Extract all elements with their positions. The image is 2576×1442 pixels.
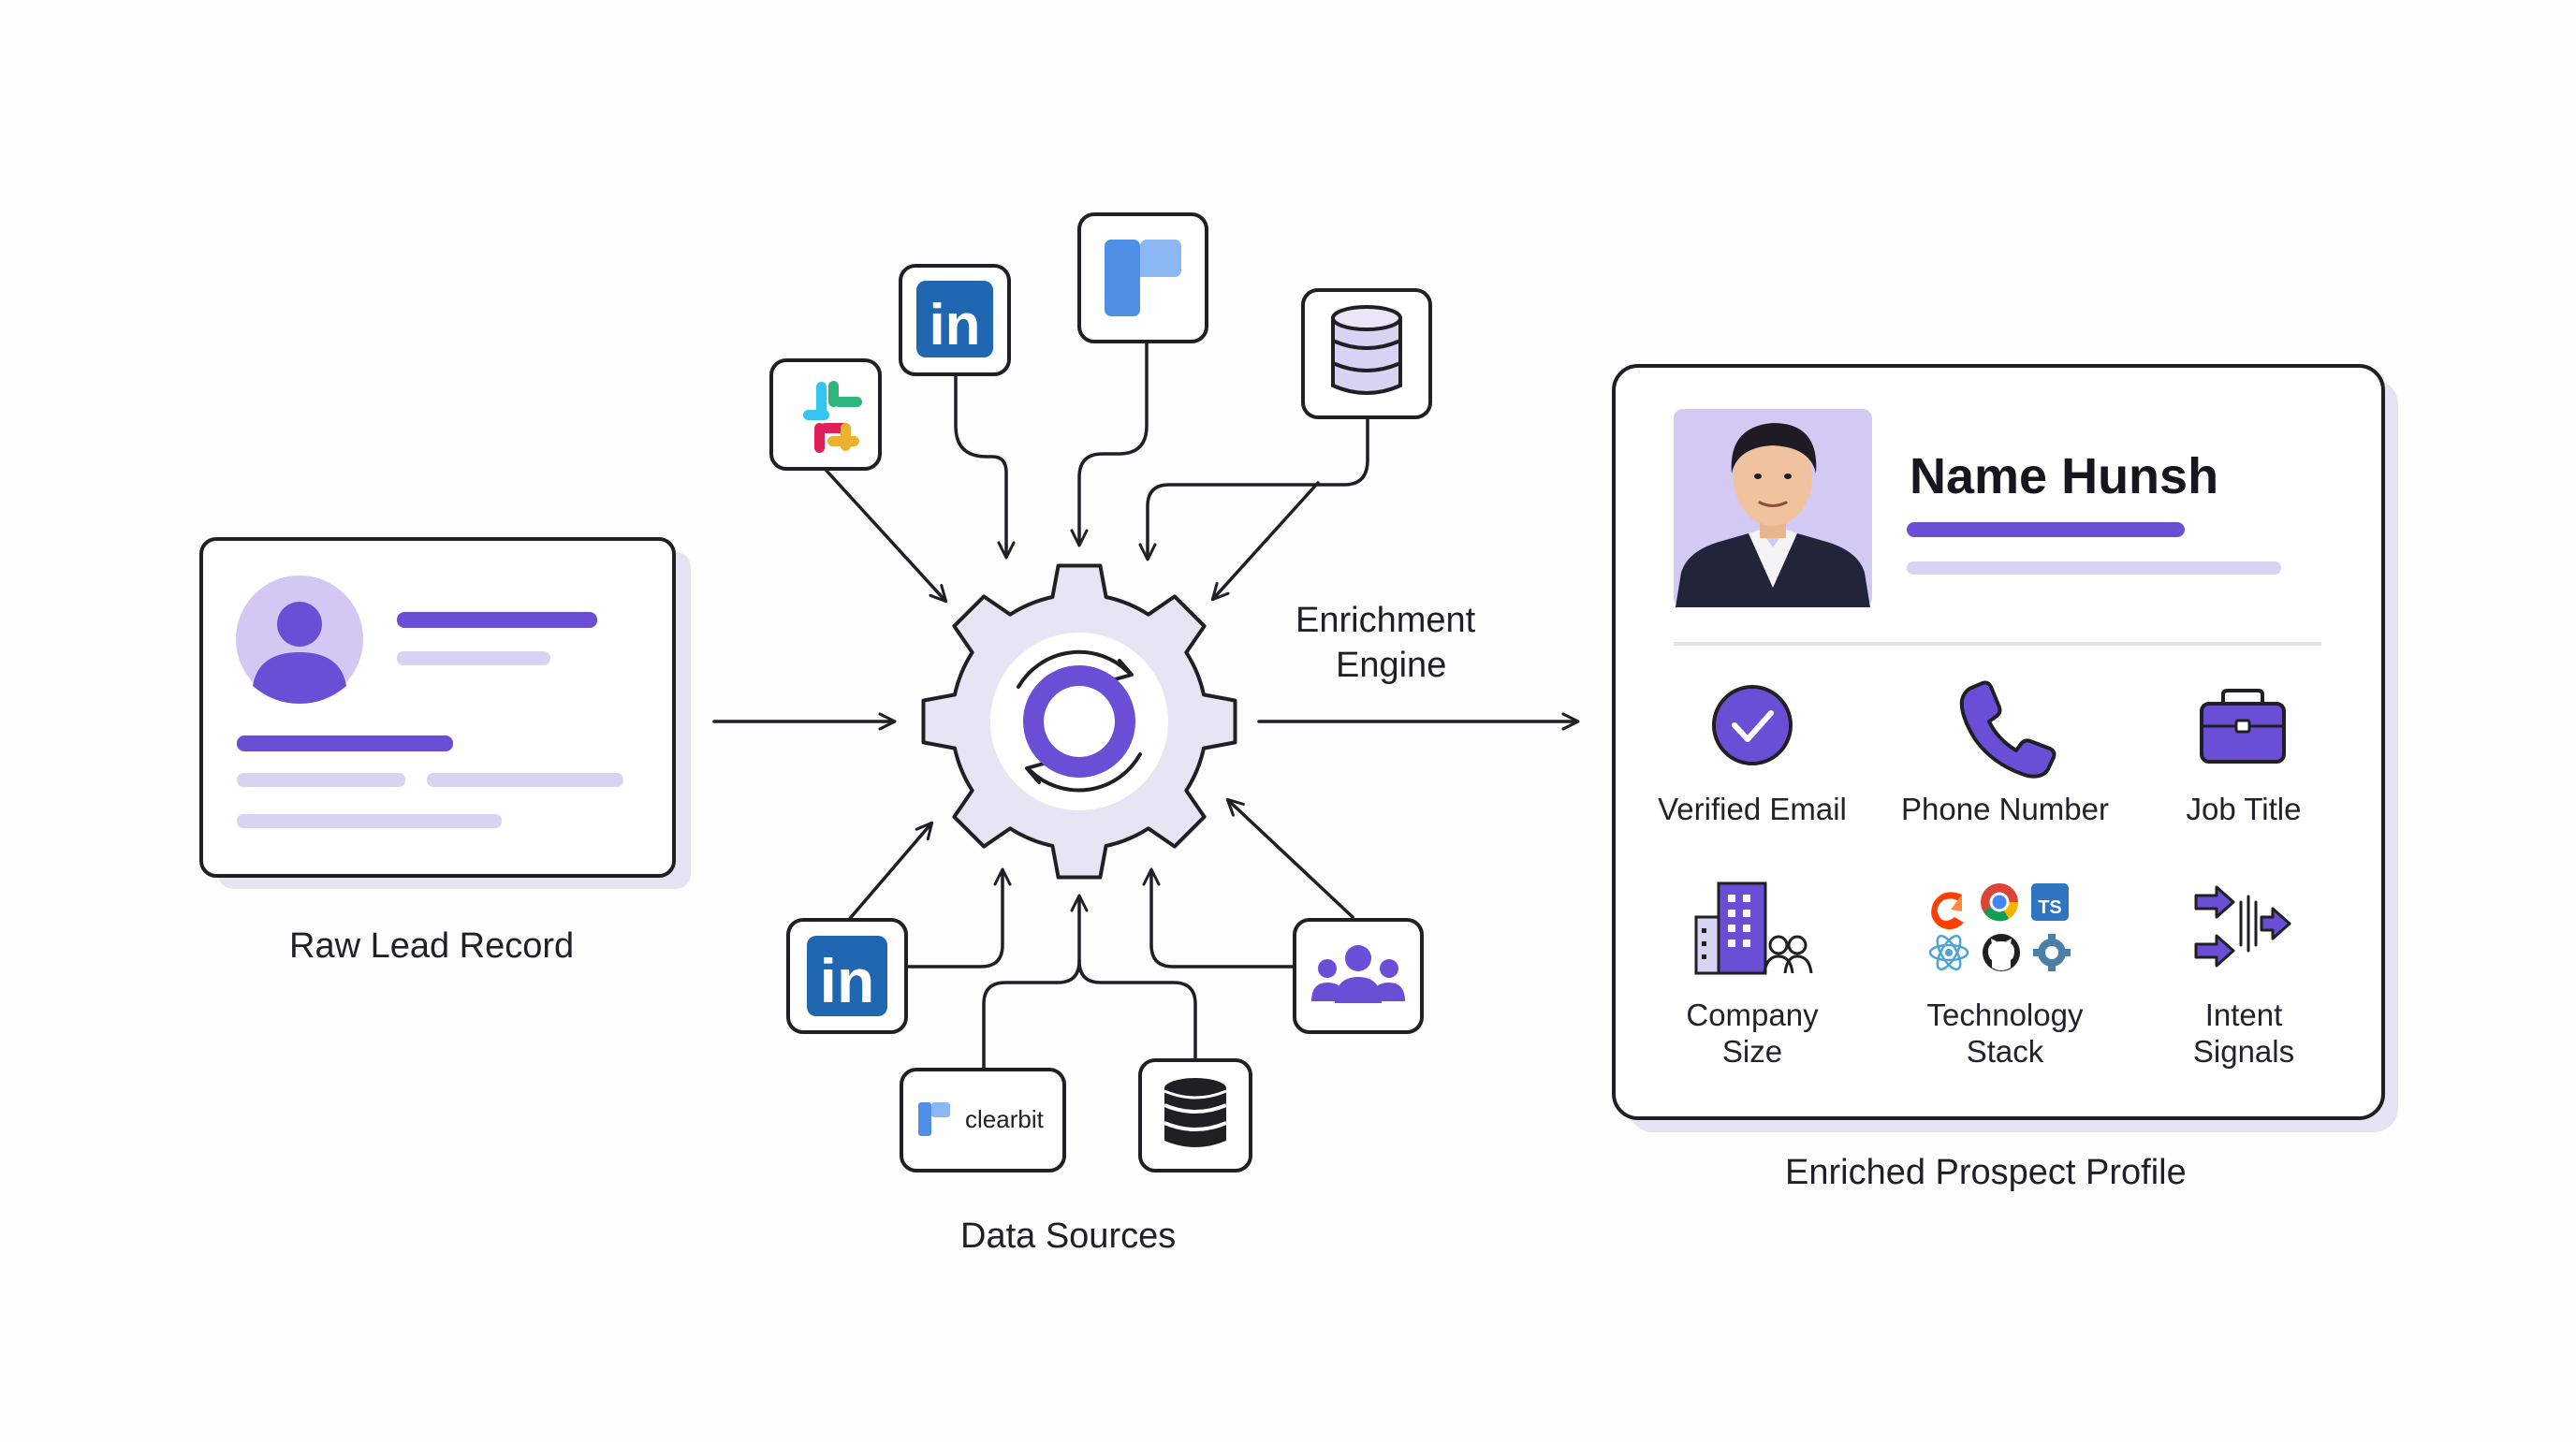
briefcase-icon bbox=[2200, 689, 2286, 764]
typescript-icon: TS bbox=[2031, 883, 2069, 921]
data-sources-label: Data Sources bbox=[960, 1216, 1177, 1256]
building-people-icon bbox=[1694, 881, 1813, 975]
connector-arrows bbox=[712, 342, 1580, 1071]
intent-signals-icon bbox=[2194, 885, 2291, 968]
attr-technology-stack: Technology Stack bbox=[1907, 997, 2103, 1070]
attr-label-line: Intent bbox=[2204, 998, 2283, 1032]
arrow-linkedin-bottom-route bbox=[907, 867, 1012, 969]
check-circle-icon bbox=[1712, 685, 1793, 765]
placeholder-line bbox=[237, 773, 405, 787]
slack-source-icon bbox=[769, 358, 882, 471]
attr-verified-email: Verified Email bbox=[1645, 791, 1860, 827]
arrow-linkedin-bottom bbox=[845, 821, 934, 924]
arrow-linkedin-top bbox=[954, 374, 1016, 560]
attr-label-line: Stack bbox=[1966, 1034, 2044, 1069]
linkedin-logo-text: in bbox=[929, 293, 980, 357]
attr-label-line: Phone Number bbox=[1901, 792, 2109, 826]
enrichment-engine-gear-icon bbox=[921, 563, 1237, 880]
placeholder-line bbox=[397, 651, 550, 665]
clearbit-logo-text: clearbit bbox=[965, 1105, 1045, 1133]
user-avatar-icon bbox=[236, 575, 363, 704]
arrow-clearbit-bottom bbox=[982, 894, 1089, 1071]
clearbit-source-icon: clearbit bbox=[900, 1068, 1066, 1173]
enriched-profile-card: TS bbox=[1612, 364, 2398, 1132]
linkedin-source-icon: in bbox=[899, 264, 1011, 376]
svelte-icon bbox=[1931, 892, 1964, 930]
placeholder-line bbox=[397, 612, 597, 628]
attr-phone-number: Phone Number bbox=[1893, 791, 2117, 827]
github-icon bbox=[1983, 934, 2020, 971]
raw-lead-label: Raw Lead Record bbox=[289, 926, 575, 966]
placeholder-line bbox=[427, 773, 623, 787]
attr-label-line: Job Title bbox=[2186, 792, 2302, 826]
clearbit-source-icon bbox=[1077, 212, 1208, 343]
arrow-team-route bbox=[1142, 867, 1296, 969]
placeholder-line bbox=[237, 814, 502, 828]
placeholder-line bbox=[237, 736, 453, 751]
typescript-logo-text: TS bbox=[2038, 897, 2062, 918]
database-source-icon bbox=[1138, 1058, 1252, 1173]
arrow-database-diag bbox=[1210, 481, 1320, 602]
arrow-slack bbox=[825, 469, 948, 604]
phone-icon bbox=[1959, 680, 2056, 779]
attr-label-line: Signals bbox=[2192, 1034, 2295, 1069]
engine-label-line1: Enrichment bbox=[1295, 601, 1476, 640]
arrow-database-bottom bbox=[1077, 959, 1197, 1062]
placeholder-line bbox=[1907, 561, 2281, 575]
linkedin-source-icon: in bbox=[786, 918, 908, 1034]
database-source-icon bbox=[1301, 288, 1432, 419]
arrow-team-diag bbox=[1225, 797, 1354, 919]
attr-label-line: Technology bbox=[1926, 998, 2084, 1032]
raw-lead-card bbox=[199, 537, 691, 889]
enriched-profile-label: Enriched Prospect Profile bbox=[1785, 1153, 2187, 1192]
gear-cog-icon bbox=[2033, 934, 2071, 971]
arrow-database-top bbox=[1138, 417, 1369, 561]
profile-photo-avatar bbox=[1674, 409, 1872, 607]
technology-stack-icons: TS bbox=[1928, 883, 2071, 971]
placeholder-line bbox=[1907, 522, 2185, 537]
attr-label-line: Company bbox=[1686, 998, 1819, 1032]
attr-label-line: Size bbox=[1721, 1034, 1783, 1069]
chrome-icon bbox=[1981, 883, 2019, 922]
team-source-icon bbox=[1293, 918, 1424, 1034]
attr-company-size: Company Size bbox=[1659, 997, 1846, 1070]
attr-intent-signals: Intent Signals bbox=[2155, 997, 2333, 1070]
attr-label-line: Verified Email bbox=[1658, 792, 1847, 826]
arrow-clearbit-top bbox=[1070, 342, 1149, 547]
react-icon bbox=[1928, 934, 1969, 971]
profile-name: Name Hunsh bbox=[1910, 448, 2219, 504]
engine-label-line2: Engine bbox=[1336, 646, 1447, 685]
attr-job-title: Job Title bbox=[2155, 791, 2333, 827]
linkedin-logo-text: in bbox=[820, 946, 875, 1015]
